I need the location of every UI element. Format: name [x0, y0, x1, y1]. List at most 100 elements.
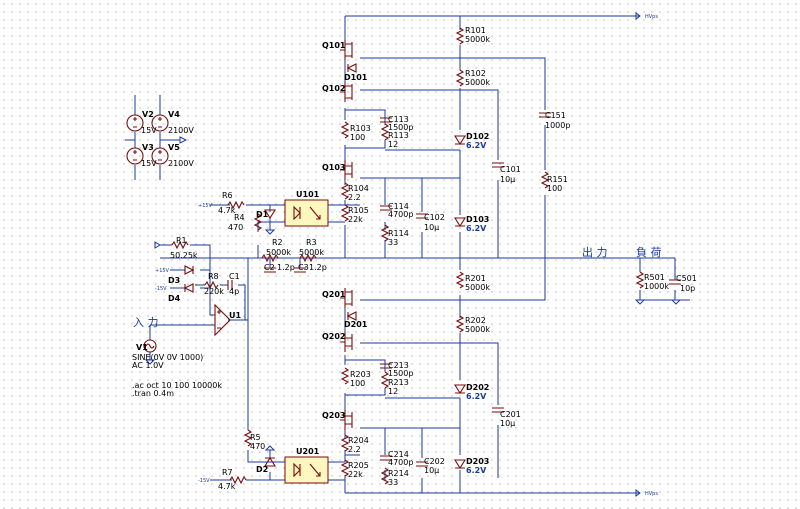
resistor-r101[interactable] — [455, 27, 465, 45]
transistor-q201[interactable] — [340, 288, 353, 308]
resistor-r501[interactable] — [635, 271, 645, 289]
transistor-q101[interactable] — [340, 40, 353, 60]
value-r205: 22k — [348, 470, 363, 479]
capacitor-c1[interactable] — [227, 280, 233, 290]
label-r203: R203 — [350, 370, 371, 379]
transistor-q103[interactable] — [340, 160, 353, 180]
optocoupler-u201[interactable] — [284, 456, 329, 484]
capacitor-c151[interactable] — [539, 112, 551, 118]
net-p15-d3: +15V — [155, 268, 170, 274]
resistor-r114[interactable] — [380, 224, 390, 242]
label-v4: V4 — [168, 110, 180, 119]
resistor-r151[interactable] — [540, 171, 550, 189]
label-r113: R113 — [388, 131, 409, 140]
diode-d103[interactable] — [454, 217, 466, 228]
transistor-q202[interactable] — [340, 332, 353, 352]
value-c501: 10p — [680, 284, 695, 293]
capacitor-c202[interactable] — [416, 461, 428, 467]
resistor-r102[interactable] — [455, 69, 465, 87]
resistor-r7[interactable] — [229, 475, 247, 485]
diode-d4[interactable] — [183, 283, 194, 293]
label-c214: C214 — [388, 450, 409, 459]
resistor-r8[interactable] — [204, 280, 219, 290]
label-u1: U1 — [229, 311, 241, 320]
value-c3: 1.2p — [309, 263, 327, 272]
capacitor-c102[interactable] — [416, 213, 428, 219]
transistor-q203[interactable] — [340, 410, 353, 430]
value-c101: 10µ — [500, 175, 515, 184]
capacitor-c113[interactable] — [380, 117, 392, 123]
value-c2: 1.2p — [277, 263, 295, 272]
diode-d2[interactable] — [264, 456, 276, 467]
resistor-r113[interactable] — [380, 123, 390, 141]
diode-d101[interactable] — [346, 63, 357, 73]
label-q203: Q203 — [322, 411, 346, 420]
transistor-q102[interactable] — [340, 82, 353, 102]
diode-d3[interactable] — [184, 265, 195, 275]
resistor-r104[interactable] — [340, 182, 350, 200]
value-r104: 2.2 — [348, 193, 361, 202]
label-v1: V1 — [136, 343, 148, 352]
diode-d201[interactable] — [346, 311, 357, 321]
capacitor-c501[interactable] — [669, 279, 681, 285]
diode-d1[interactable] — [264, 209, 276, 220]
capacitor-c214[interactable] — [380, 455, 392, 461]
optocoupler-u101[interactable] — [284, 199, 329, 227]
capacitor-c101[interactable] — [492, 162, 504, 168]
resistor-r202[interactable] — [455, 315, 465, 333]
label-c114: C114 — [388, 202, 409, 211]
label-c3: C3 — [298, 263, 309, 272]
label-v3: V3 — [142, 143, 154, 152]
resistor-r205[interactable] — [340, 459, 350, 477]
value-c1: 4p — [229, 287, 239, 296]
voltage-source-v1[interactable] — [143, 339, 157, 353]
capacitor-c213[interactable] — [380, 363, 392, 369]
diode-d102[interactable] — [454, 135, 466, 146]
resistor-r5[interactable] — [243, 429, 253, 447]
voltage-source-v2[interactable] — [126, 114, 144, 132]
resistor-r103[interactable] — [340, 121, 350, 139]
resistor-r203[interactable] — [340, 367, 350, 385]
capacitor-c201[interactable] — [492, 407, 504, 413]
value-r113: 12 — [388, 140, 398, 149]
diode-d202[interactable] — [454, 384, 466, 395]
resistor-r2[interactable] — [261, 253, 279, 263]
capacitor-c114[interactable] — [380, 205, 392, 211]
resistor-r4[interactable] — [253, 213, 263, 231]
value-r213: 12 — [388, 387, 398, 396]
value-v3: 15V — [141, 159, 157, 168]
label-q103: Q103 — [322, 163, 346, 172]
resistor-r1[interactable] — [171, 240, 189, 250]
label-c151: C151 — [545, 111, 566, 120]
label-c1: C1 — [229, 272, 240, 281]
resistor-r201[interactable] — [455, 271, 465, 289]
resistor-r213[interactable] — [380, 371, 390, 389]
value-r203: 100 — [350, 379, 365, 388]
value-r1: 50.25k — [170, 251, 198, 260]
label-r2: R2 — [272, 238, 283, 247]
resistor-r214[interactable] — [380, 467, 390, 485]
voltage-source-v4[interactable] — [151, 114, 169, 132]
label-c102: C102 — [424, 213, 445, 222]
resistor-r6[interactable] — [227, 200, 245, 210]
value-r8: 220k — [204, 287, 224, 296]
label-r201: R201 — [465, 274, 486, 283]
opamp-u1[interactable] — [214, 303, 231, 337]
resistor-r204[interactable] — [340, 434, 350, 452]
capacitor-c2[interactable] — [264, 267, 276, 273]
net-n15-bottom: -15V — [198, 478, 210, 484]
label-q201: Q201 — [322, 290, 346, 299]
value-d102: 6.2V — [466, 141, 487, 150]
net-p15-top: +15V — [198, 203, 213, 209]
capacitor-c3[interactable] — [294, 267, 306, 273]
label-r7: R7 — [222, 468, 233, 477]
resistor-r105[interactable] — [340, 204, 350, 222]
voltage-source-v5[interactable] — [151, 147, 169, 165]
diode-d203[interactable] — [454, 459, 466, 470]
label-q102: Q102 — [322, 84, 346, 93]
resistor-r3[interactable] — [299, 253, 317, 263]
resistors — [171, 27, 645, 485]
voltage-source-v3[interactable] — [126, 147, 144, 165]
